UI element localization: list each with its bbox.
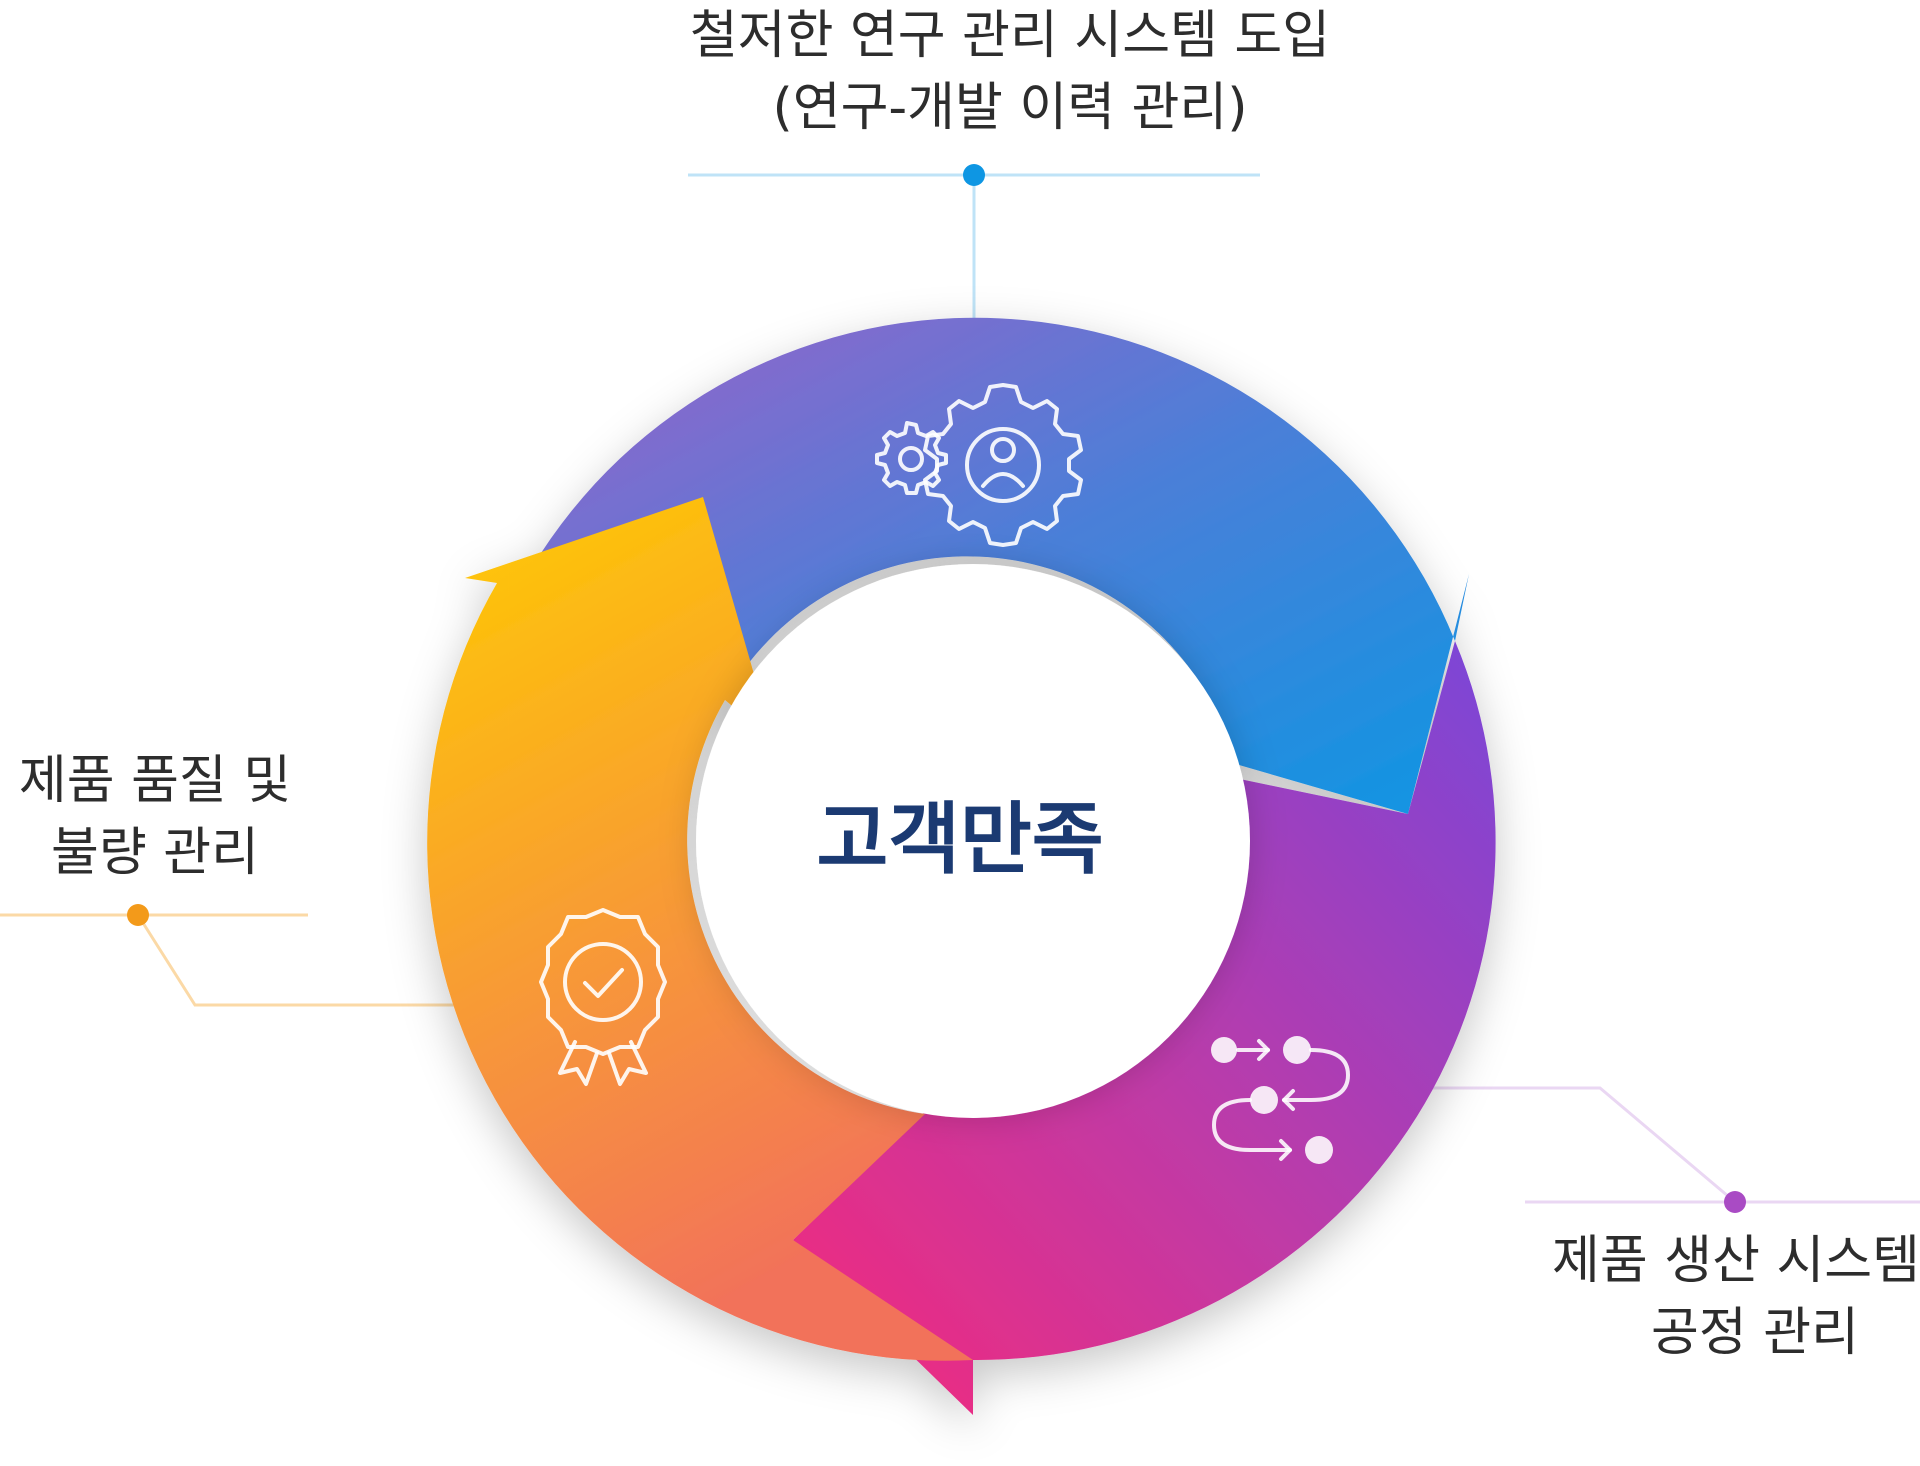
ring-segment-quality bbox=[427, 497, 973, 1361]
connector-right bbox=[1430, 1086, 1920, 1213]
stage-label-line: 제품 생산 시스템 bbox=[1552, 1231, 1920, 1291]
gear-user-icon bbox=[875, 383, 1083, 547]
connector-dot-left bbox=[127, 904, 149, 926]
stage-label-line: 불량 관리 bbox=[51, 823, 259, 883]
connector-left bbox=[0, 904, 480, 1007]
connector-dot-top bbox=[963, 164, 985, 186]
quality-badge-icon bbox=[539, 908, 667, 1086]
stage-label-production: 제품 생산 시스템 공정 관리 bbox=[1500, 1225, 1920, 1369]
stage-label-line: 공정 관리 bbox=[1651, 1303, 1859, 1363]
stage-label-line: 철저한 연구 관리 시스템 도입 bbox=[689, 6, 1331, 66]
center-title: 고객만족 bbox=[816, 795, 1104, 885]
stage-label-research: 철저한 연구 관리 시스템 도입 (연구-개발 이력 관리) bbox=[560, 0, 1460, 144]
connector-top bbox=[688, 164, 1260, 325]
stage-label-line: 제품 품질 및 bbox=[18, 751, 292, 811]
ring-segment-research bbox=[541, 317, 1469, 814]
connector-dot-right bbox=[1724, 1191, 1746, 1213]
ring-segment-production bbox=[793, 641, 1496, 1415]
stage-label-line: (연구-개발 이력 관리) bbox=[772, 78, 1248, 138]
center-circle bbox=[696, 564, 1250, 1118]
stage-label-quality: 제품 품질 및 불량 관리 bbox=[0, 745, 310, 889]
process-flow-icon bbox=[1211, 1036, 1350, 1164]
